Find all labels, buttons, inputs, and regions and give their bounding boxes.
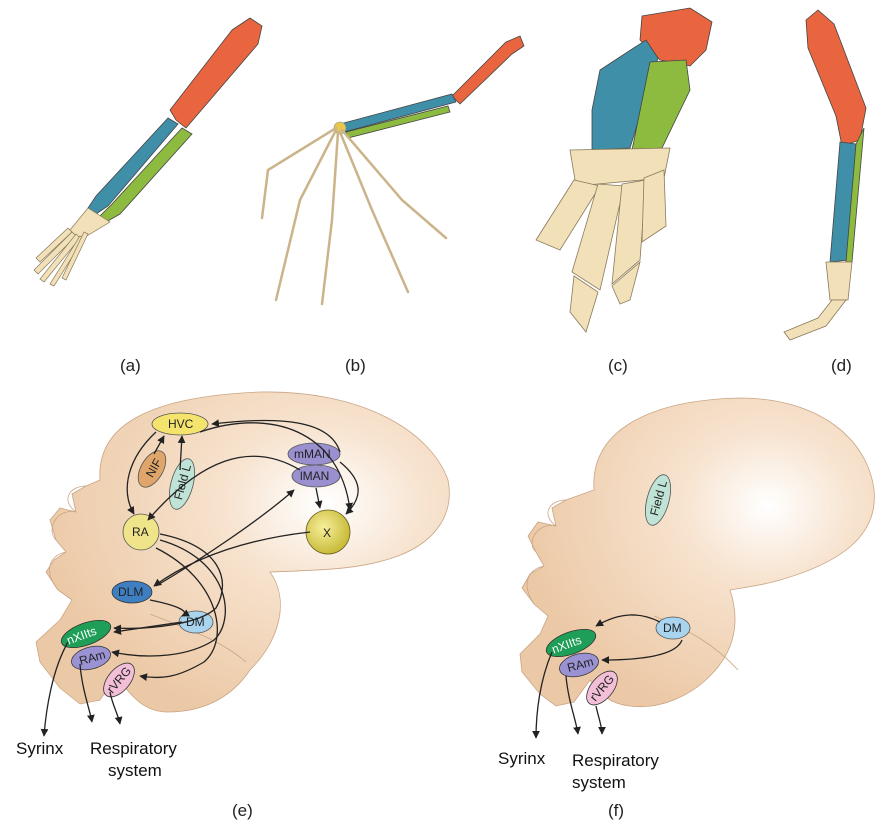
bat-digits [262, 128, 446, 304]
respiratory-label-f: Respiratory [572, 751, 659, 770]
hvc-label-e: HVC [168, 417, 194, 431]
panel-d-horse-leg [784, 10, 866, 340]
hand-a [34, 208, 110, 286]
ra-label-e: RA [132, 525, 149, 539]
panel-f-nonsongbird-brain: Field L DM nXIIts RAm rVRG Syrinx Respir… [498, 398, 874, 792]
caption-b: (b) [345, 356, 366, 375]
syrinx-label-e: Syrinx [16, 739, 64, 758]
respiratory-system-label-e: system [108, 761, 162, 780]
panel-a-human-arm [34, 18, 262, 286]
humerus-d [806, 10, 866, 146]
hand-c [536, 148, 670, 332]
dlm-label-e: DLM [118, 585, 143, 599]
hoof-d [784, 262, 852, 340]
respiratory-system-label-f: system [572, 773, 626, 792]
caption-d: (d) [831, 356, 852, 375]
humerus-b [452, 36, 524, 104]
area-x-label-e: X [323, 526, 331, 540]
panel-b-bat-wing [262, 36, 524, 304]
lman-label-e: lMAN [300, 469, 329, 483]
syrinx-label-f: Syrinx [498, 749, 546, 768]
caption-e: (e) [232, 801, 253, 820]
humerus-a [170, 18, 262, 128]
dm-label-f: DM [663, 621, 682, 635]
panel-c-mole-forelimb [536, 8, 712, 332]
caption-a: (a) [120, 356, 141, 375]
respiratory-label-e: Respiratory [90, 739, 177, 758]
caption-c: (c) [608, 356, 628, 375]
mman-label-e: mMAN [294, 447, 331, 461]
caption-f: (f) [608, 801, 624, 820]
panel-e-songbird-brain: HVC NIF Field L mMAN lMAN X RA DLM DM nX… [16, 392, 449, 780]
